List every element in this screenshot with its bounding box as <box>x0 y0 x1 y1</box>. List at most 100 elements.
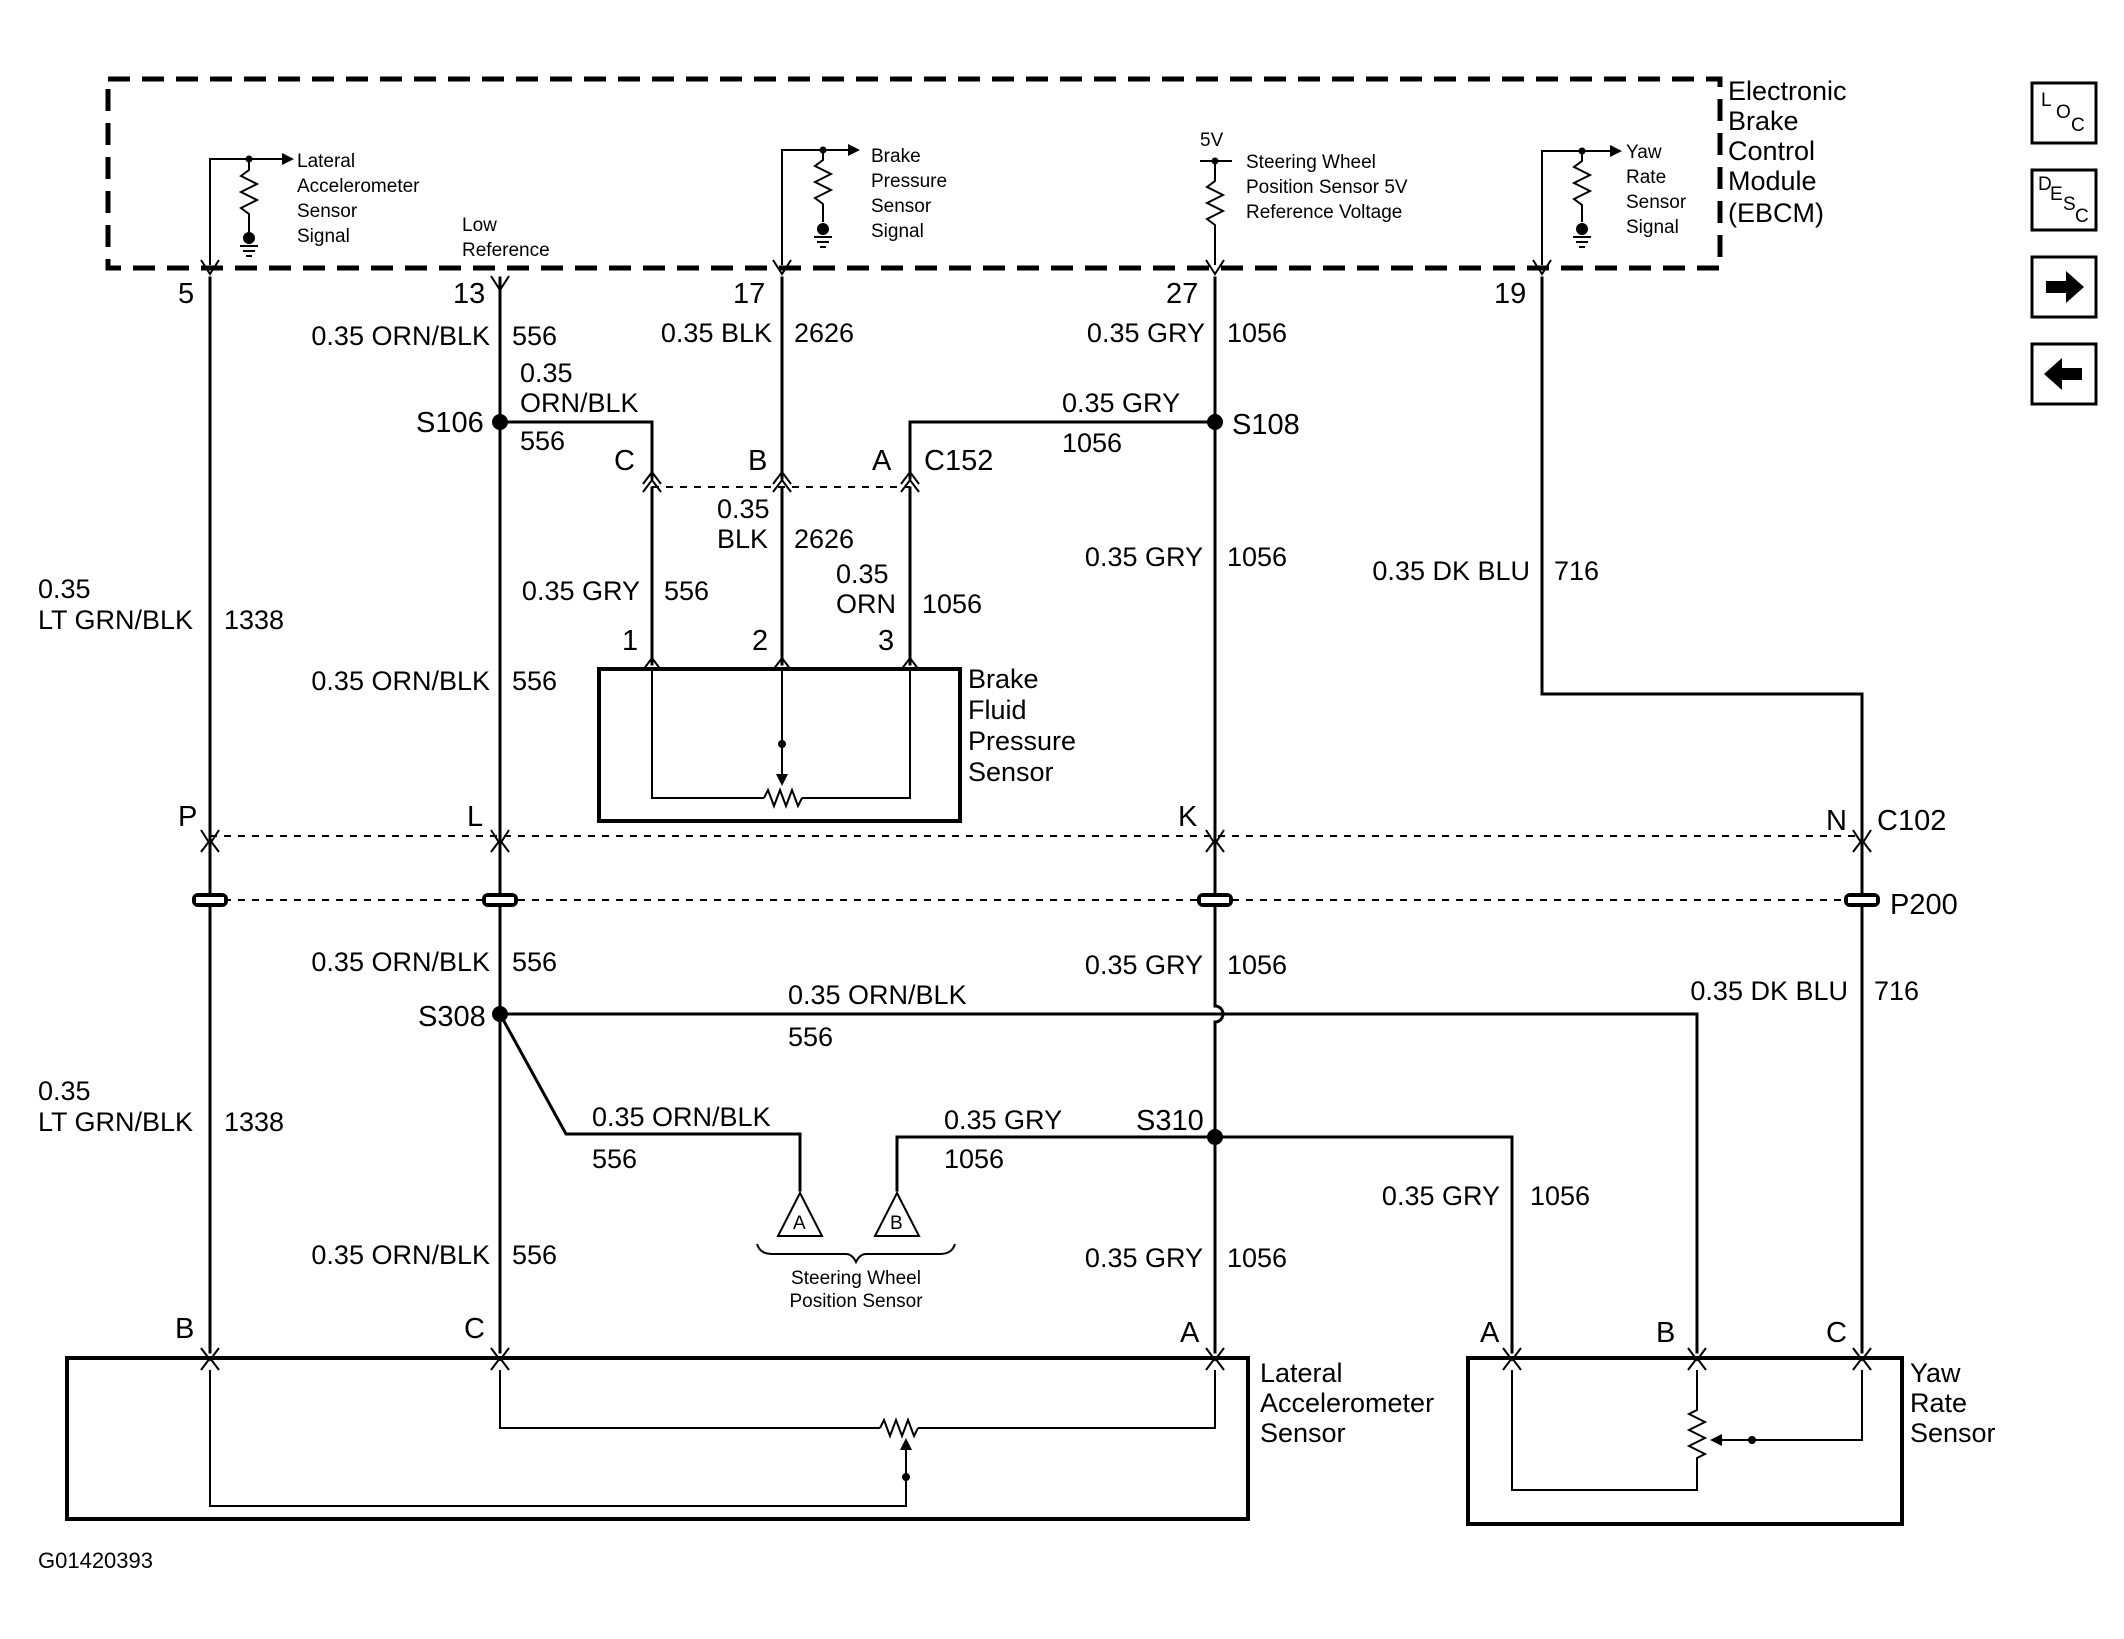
splice-s308-label: S308 <box>418 1001 486 1033</box>
brake-fluid-label-2: Fluid <box>968 695 1027 725</box>
wire-label-c152b-circuit: 2626 <box>794 524 854 554</box>
wire-label-c152c-color: 0.35 GRY <box>522 576 640 606</box>
steering-vref-label-3: Reference Voltage <box>1246 202 1402 223</box>
wire-556-s308-yaw <box>498 1012 1699 1354</box>
ebcm-pin-19: 19 <box>1494 278 1526 310</box>
wire-label-27-low-color: 0.35 GRY <box>1085 950 1203 980</box>
lateral-signal-label-3: Sensor <box>297 201 358 222</box>
wire-label-c152b-color: BLK <box>717 524 768 554</box>
previous-page-button[interactable] <box>2030 342 2098 406</box>
brake-signal-label-1: Brake <box>871 146 921 167</box>
yaw-rate-label-2: Rate <box>1910 1388 1967 1418</box>
ebcm-internal-steering: 5V Steering Wheel Position Sensor 5V Ref… <box>1200 130 1408 265</box>
desc-d: D <box>2038 174 2052 195</box>
next-page-button[interactable] <box>2030 255 2098 319</box>
c102-pin-n: N <box>1826 805 1847 837</box>
yaw-rate-sensor: A B C Yaw Rate Sensor <box>1466 1317 1996 1526</box>
ebcm-pin-27: 27 <box>1166 278 1198 310</box>
arrow-right-icon <box>2046 271 2084 303</box>
arrow-left-icon <box>2044 358 2082 390</box>
ebcm-title-4: Module <box>1728 166 1817 196</box>
connector-c102: P L K N C102 <box>178 801 1946 853</box>
loc-l: L <box>2041 90 2052 111</box>
ebcm-title-3: Control <box>1728 136 1815 166</box>
brake-fluid-pin-2: 2 <box>752 625 768 657</box>
wire-label-19-low-circuit: 716 <box>1874 976 1919 1006</box>
c152-pin-b: B <box>748 445 767 477</box>
yaw-rate-pin-b: B <box>1656 1317 1675 1349</box>
ebcm-pin-17: 17 <box>733 278 765 310</box>
wire-label-s108-circuit: 1056 <box>1062 428 1122 458</box>
ebcm-pin-5: 5 <box>178 278 194 310</box>
wire-label-s310-right-circuit: 1056 <box>1530 1181 1590 1211</box>
lateral-signal-label-2: Accelerometer <box>297 176 420 197</box>
c152-pin-c: C <box>614 445 635 477</box>
vref-5v-label: 5V <box>1200 130 1224 151</box>
wire-556-s106-branch <box>498 420 654 480</box>
c102-pin-k: K <box>1178 801 1198 833</box>
ebcm-terminals <box>200 259 1552 292</box>
ebcm-module: Electronic Brake Control Module (EBCM) L… <box>105 76 1847 310</box>
yaw-rate-label-3: Sensor <box>1910 1418 1996 1448</box>
ebcm-title-2: Brake <box>1728 106 1799 136</box>
c102-pin-l: L <box>467 801 483 833</box>
lateral-signal-label-1: Lateral <box>297 151 355 172</box>
desc-c: C <box>2075 206 2089 227</box>
wire-label-s308-diag-color: 0.35 ORN/BLK <box>592 1102 771 1132</box>
wire-label-s310-left-color: 0.35 GRY <box>944 1105 1062 1135</box>
wire-label-13-bottom-circuit: 556 <box>512 1240 557 1270</box>
desc-button[interactable]: D E S C <box>2030 168 2098 232</box>
yaw-rate-label-1: Yaw <box>1910 1358 1961 1388</box>
wire-label-s106-circuit: 556 <box>520 426 565 456</box>
wire-label-5-low-size: 0.35 <box>38 1076 91 1106</box>
wire-1056-s310-yaw <box>1213 1135 1514 1354</box>
ebcm-pin-13: 13 <box>453 278 485 310</box>
wire-label-s108-color: 0.35 GRY <box>1062 388 1180 418</box>
ebcm-internal-lateral: Lateral Accelerometer Sensor Signal <box>209 151 420 265</box>
lateral-accel-pin-a: A <box>1180 1317 1200 1349</box>
wire-label-19-low-color: 0.35 DK BLU <box>1690 976 1848 1006</box>
passthrough-p200: P200 <box>192 889 1958 921</box>
brake-fluid-pin-1: 1 <box>622 625 638 657</box>
steering-vref-label-2: Position Sensor 5V <box>1246 177 1408 198</box>
lateral-accel-label-3: Sensor <box>1260 1418 1346 1448</box>
lateral-accel-label-2: Accelerometer <box>1260 1388 1434 1418</box>
yaw-rate-pin-c: C <box>1826 1317 1847 1349</box>
lateral-accel-box <box>65 1356 1250 1521</box>
loc-button[interactable]: L O C <box>2030 81 2098 145</box>
wire-1056-s108-branch <box>908 420 1217 480</box>
wire-label-5-top-color: LT GRN/BLK <box>38 605 193 635</box>
wire-556-s308-steering <box>497 1011 802 1192</box>
wire-label-27-mid-circuit: 1056 <box>1227 542 1287 572</box>
p200-name: P200 <box>1890 889 1958 921</box>
splice-dot-s106 <box>492 414 508 430</box>
wire-label-c152a-size: 0.35 <box>836 559 889 589</box>
connector-c152: C B A C152 <box>614 445 993 493</box>
ebcm-title-5: (EBCM) <box>1728 198 1824 228</box>
yaw-signal-label-4: Signal <box>1626 217 1679 238</box>
wire-1056-s310-steering <box>895 1135 1217 1192</box>
low-reference-label-2: Reference <box>462 240 550 261</box>
yaw-signal-label-3: Sensor <box>1626 192 1687 213</box>
wire-label-13-top-circuit: 556 <box>512 321 557 351</box>
ebcm-internal-yaw: Yaw Rate Sensor Signal <box>1541 142 1687 265</box>
c152-name: C152 <box>924 445 993 477</box>
wire-label-19-top-circuit: 716 <box>1554 556 1599 586</box>
nav-buttons: L O C D E S C <box>2030 81 2098 406</box>
splice-dot-s310 <box>1207 1129 1223 1145</box>
wire-label-s106-size: 0.35 <box>520 358 573 388</box>
low-reference-label-1: Low <box>462 215 497 236</box>
yaw-rate-pin-a: A <box>1480 1317 1500 1349</box>
wire-label-17-top-color: 0.35 BLK <box>661 318 772 348</box>
wire-runs <box>208 276 1864 1354</box>
lateral-accelerometer-sensor: B C A Lateral Accelerometer Sensor <box>65 1313 1434 1521</box>
wire-label-13-mid-circuit: 556 <box>512 666 557 696</box>
wire-label-s310-left-circuit: 1056 <box>944 1144 1004 1174</box>
desc-e: E <box>2050 184 2063 205</box>
splice-s106-label: S106 <box>416 407 484 439</box>
yaw-rate-box <box>1466 1356 1904 1526</box>
wire-716 <box>1540 276 1864 1354</box>
wire-label-s310-right-color: 0.35 GRY <box>1382 1181 1500 1211</box>
brake-fluid-pressure-sensor: 1 2 3 Brake Fluid Pressure Sensor <box>597 625 1076 823</box>
